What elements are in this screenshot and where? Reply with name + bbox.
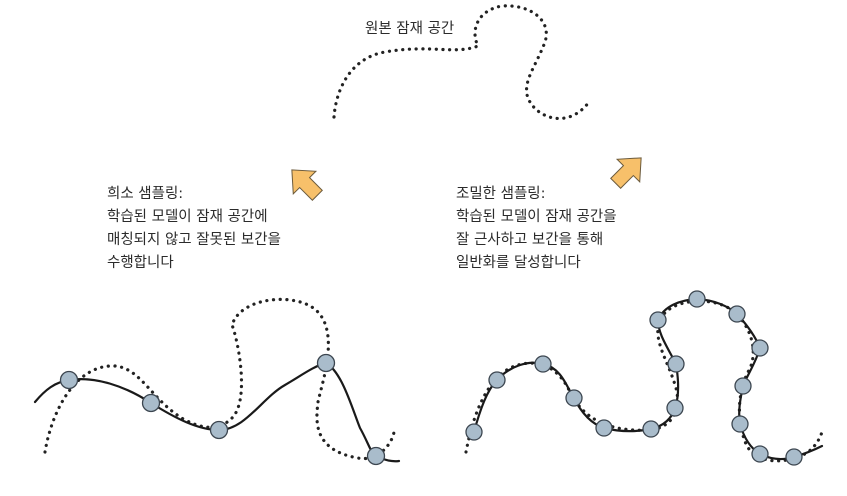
sample-point [728,305,746,323]
dense-caption: 조밀한 샘플링: 학습된 모델이 잠재 공간을 잘 근사하고 보간을 통해 일반… [456,183,617,275]
dense-caption-line: 잘 근사하고 보간을 통해 [456,232,604,248]
sample-point [209,420,229,440]
sample-point [316,353,336,373]
sample-point [734,377,752,395]
dense-caption-line: 학습된 모델이 잠재 공간을 [456,209,617,225]
original-latent-title: 원본 잠재 공간 [365,21,455,37]
sample-point [667,355,685,373]
dense-caption-line: 조밀한 샘플링: [456,186,546,202]
arrow-down-right-icon [610,157,642,189]
sample-point [688,290,706,308]
sample-point [565,389,583,407]
dense-caption-line: 일반화를 달성합니다 [456,255,581,271]
sample-point [488,371,506,389]
sample-point [751,445,769,463]
sample-point [642,420,660,438]
sample-point [59,370,79,390]
sparse-caption: 희소 샘플링: 학습된 모델이 잠재 공간에 매칭되지 않고 잘못된 보간을 수… [107,183,281,275]
sparse-model-curve [33,361,401,463]
sample-point [141,393,161,413]
sample-point [666,399,684,417]
sparse-caption-line: 매칭되지 않고 잘못된 보간을 [107,232,281,248]
sample-point [785,448,803,466]
sample-point [731,415,749,433]
sample-point [366,446,386,466]
sample-point [595,419,613,437]
sparse-caption-line: 학습된 모델이 잠재 공간에 [107,209,268,225]
sample-point [649,311,667,329]
arrow-down-left-icon [291,169,323,201]
sample-point [534,355,552,373]
sparse-caption-line: 수행합니다 [107,255,174,271]
dense-true-curve [464,299,824,463]
dense-sample-points [465,290,803,466]
sample-point [465,423,483,441]
sparse-true-curve [43,297,396,461]
sample-point [751,339,769,357]
sparse-sample-points [59,353,386,466]
sparse-caption-line: 희소 샘플링: [107,186,184,202]
